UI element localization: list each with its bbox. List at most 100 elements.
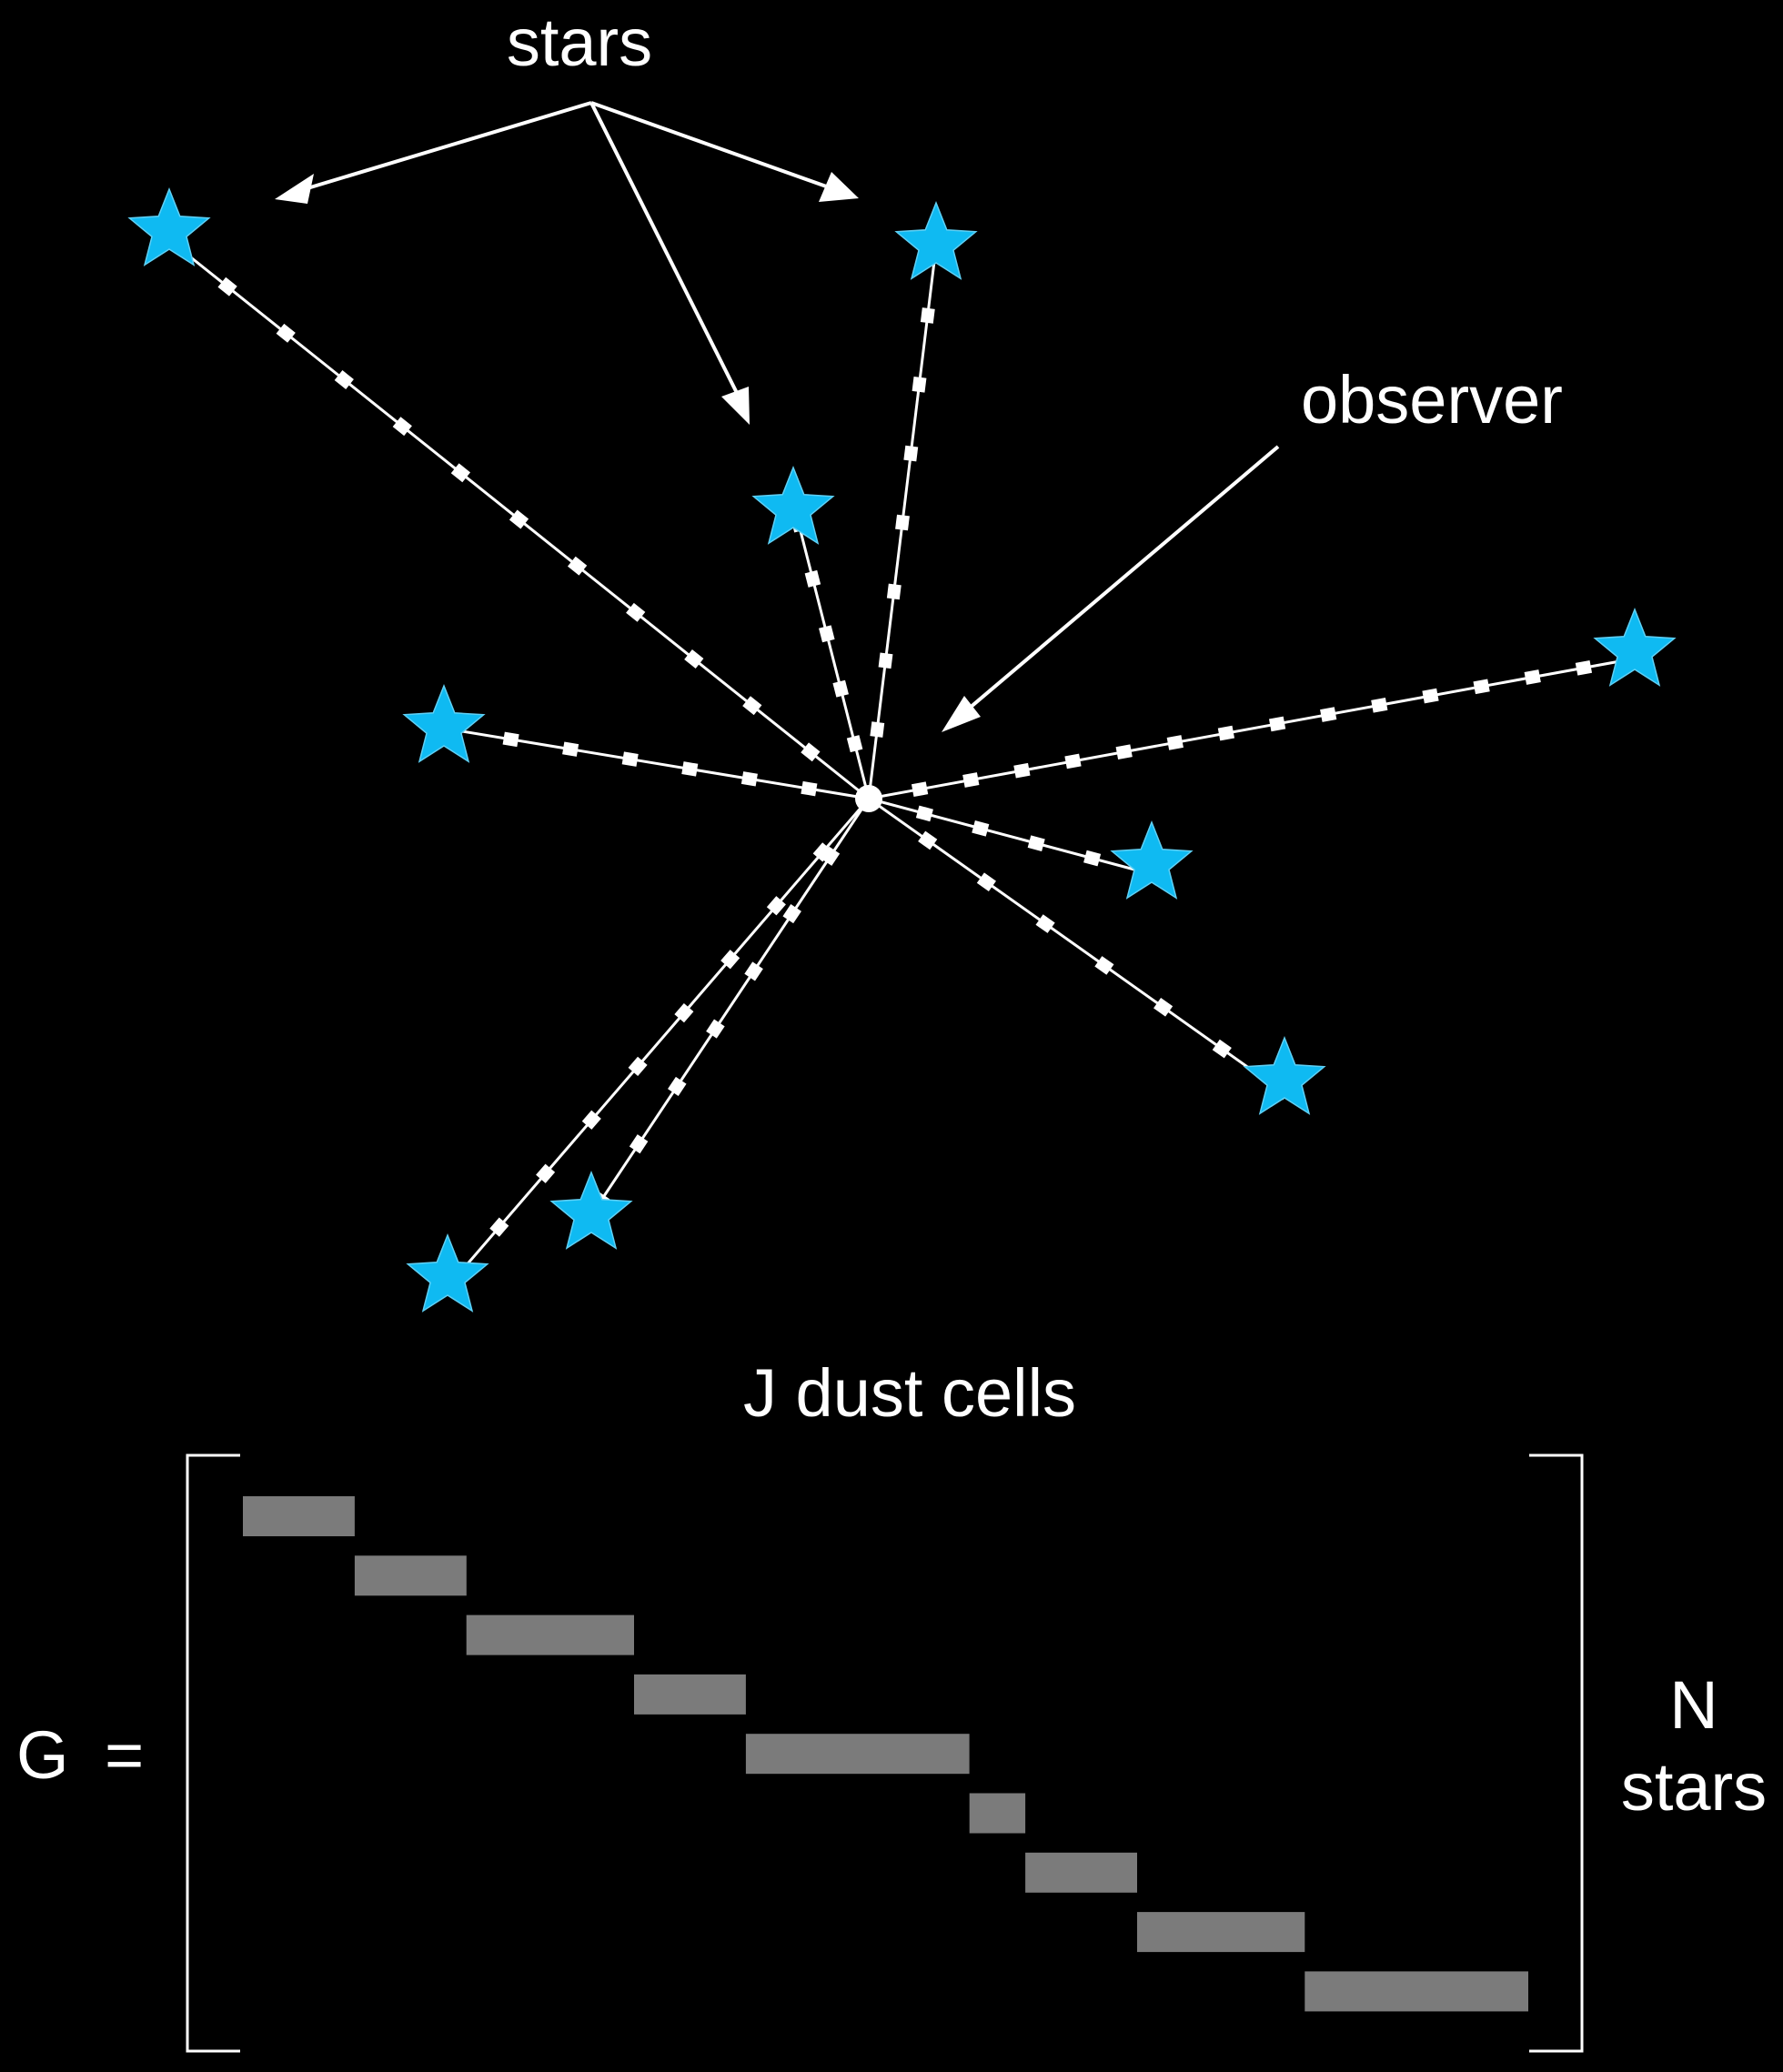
dust-cell-marker [502,731,519,748]
dust-cell-marker [668,1076,687,1096]
matrix-block-row-6 [969,1793,1026,1834]
dust-cell-marker [1083,850,1102,867]
dust-cell-marker [1320,707,1337,722]
matrix-columns-label: J dust cells [743,1355,1076,1431]
sightline-ray [450,728,870,800]
star-icon [402,683,486,763]
dust-cell-marker [1027,835,1045,852]
dust-cell-marker [812,842,832,862]
matrix-block-row-1 [243,1496,355,1536]
dust-cell-marker [1064,753,1082,769]
dust-cell-marker [1035,914,1055,933]
dust-cell-marker [821,846,841,866]
star-icon [127,186,211,267]
matrix-block-row-5 [745,1734,970,1775]
matrix-rows-label-n: N [1669,1667,1718,1743]
arrow-line-right [590,101,845,195]
matrix-block-row-9 [1305,1971,1528,2012]
matrix-right-bracket [1529,1453,1584,2053]
arrow-line-middle [589,102,746,408]
dust-cell-marker [804,569,821,588]
matrix-block-row-7 [1025,1852,1137,1893]
matrix-block-row-2 [354,1555,467,1596]
dust-cell-marker [976,872,996,892]
dust-cell-marker [276,323,296,343]
dust-cell-marker [740,771,758,787]
sightline-1 [159,230,870,800]
dust-cell-marker [782,904,801,924]
dust-cell-marker [621,751,639,767]
dust-cell-marker [801,780,818,797]
dust-cell-marker [706,1019,725,1039]
dust-cell-marker [915,805,933,822]
sightline-ray [797,523,871,800]
dust-cell-marker [562,741,579,757]
dust-cell-marker [681,761,699,777]
dust-cell-marker [509,509,529,529]
sightline-ray [868,797,1282,1092]
arrow-head-middle [721,387,750,425]
matrix-block-row-3 [466,1614,634,1655]
dust-cell-marker [1115,744,1133,760]
dust-cell-marker [628,1056,648,1077]
dust-cell-marker [744,961,763,981]
dust-cell-marker [1575,659,1593,676]
dust-cell-marker [629,1134,649,1154]
dust-cell-marker [1013,762,1031,779]
dust-cell-marker [1422,688,1439,704]
dust-cell-marker [912,377,927,393]
dust-cell-marker [1094,956,1114,975]
dust-cell-marker [674,1002,694,1023]
dust-cell-marker [684,649,704,669]
dust-cell-marker [886,583,902,600]
star-icon [406,1232,489,1313]
dust-cell-marker [1524,669,1541,685]
observer-point [855,785,882,812]
dust-cell-marker [392,417,412,437]
sightline-4 [442,721,870,800]
sightline-ray [451,798,871,1282]
sightline-9 [443,798,871,1291]
dust-cell-marker [878,652,893,669]
dust-cell-marker [450,463,471,483]
arrow-line-left [288,101,592,196]
star-icon [549,1170,633,1250]
dust-cell-marker [962,772,980,788]
observer-arrow-line [955,445,1280,720]
dust-cell-marker [819,625,835,643]
dust-cell-marker [1473,679,1490,695]
dust-cell-marker [870,721,885,738]
dust-cell-marker [720,950,740,970]
matrix-rows-label-stars: stars [1621,1749,1767,1825]
star-icon [894,200,978,280]
dust-cell-marker [742,696,762,716]
dust-cell-marker [1268,716,1286,732]
dust-cell-marker [903,445,919,462]
matrix-block-row-8 [1137,1912,1305,1953]
dust-cell-marker [846,735,863,753]
dust-cell-marker [581,1110,601,1130]
dust-cell-marker [489,1217,509,1237]
dust-cell-marker [920,307,935,324]
stars-label: stars [507,5,652,80]
observer-arrow-head [942,696,981,732]
dust-cell-marker [567,556,588,576]
matrix-blocks [243,1496,1528,2012]
star-icon [1243,1035,1326,1115]
matrix-block-row-4 [634,1674,746,1715]
dust-cell-marker [626,602,646,622]
dust-cell-marker [1166,735,1184,750]
dust-cell-marker [801,742,821,762]
stars-group [127,186,1677,1313]
matrix-name: G [16,1717,69,1793]
dust-cell-marker [217,277,237,297]
dust-cell-marker [1371,697,1388,713]
dust-cell-marker [1153,997,1174,1017]
matrix-left-bracket [186,1453,240,2053]
dust-cell-marker [766,896,786,916]
star-icon [1110,820,1194,900]
star-icon [751,465,835,545]
sightline-ray [868,797,1149,875]
